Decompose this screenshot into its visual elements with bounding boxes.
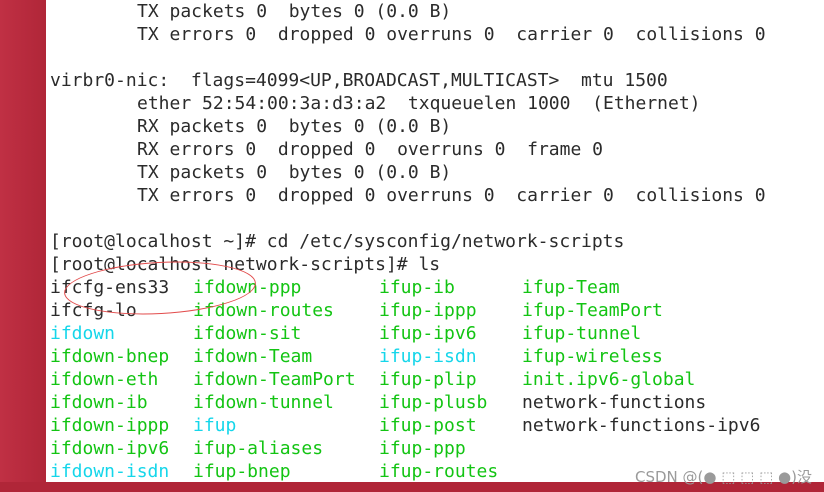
ls-entry: ifup-tunnel	[522, 323, 642, 344]
ls-entry: ifdown-eth	[50, 369, 159, 390]
ls-entry: ifup-ppp	[379, 438, 466, 459]
ls-entry: ifup-routes	[379, 461, 499, 482]
ls-entry: ifcfg-lo	[50, 300, 137, 321]
ls-entry: ifdown	[50, 323, 116, 344]
ls-entry: ifdown-bnep	[50, 346, 170, 367]
ls-entry: ifup-ippp	[379, 300, 477, 321]
output-line: virbr0-nic: flags=4099<UP,BROADCAST,MULT…	[50, 70, 668, 91]
ls-entry: ifup-wireless	[522, 346, 663, 367]
ls-entry: ifdown-isdn	[50, 461, 170, 482]
shell-prompt-line: [root@localhost ~]# cd /etc/sysconfig/ne…	[50, 231, 625, 252]
ls-entry: ifdown-sit	[193, 323, 302, 344]
ls-entry: ifcfg-ens33	[50, 277, 170, 298]
output-line: TX packets 0 bytes 0 (0.0 B)	[137, 1, 452, 22]
output-line: TX packets 0 bytes 0 (0.0 B)	[137, 162, 452, 183]
terminal-window[interactable]: TX packets 0 bytes 0 (0.0 B) TX errors 0…	[46, 0, 824, 482]
ls-entry: ifup-ipv6	[379, 323, 477, 344]
ls-entry: ifdown-ipv6	[50, 438, 170, 459]
output-line: TX errors 0 dropped 0 overruns 0 carrier…	[137, 185, 766, 206]
ls-entry: ifup-plip	[379, 369, 477, 390]
csdn-watermark: CSDN @(● ⬚ ⬚ ⬚ ●)没	[634, 468, 812, 486]
ls-entry: network-functions-ipv6	[522, 415, 761, 436]
output-line: TX errors 0 dropped 0 overruns 0 carrier…	[137, 24, 766, 45]
output-line: ether 52:54:00:3a:d3:a2 txqueuelen 1000 …	[137, 93, 701, 114]
ls-entry: ifup-ib	[379, 277, 455, 298]
desktop-background-left	[0, 0, 46, 492]
ls-entry: ifup	[193, 415, 237, 436]
ls-entry: ifdown-ppp	[193, 277, 302, 298]
ls-entry: ifdown-ippp	[50, 415, 170, 436]
ls-entry: network-functions	[522, 392, 707, 413]
desktop-background-bottom	[0, 482, 824, 492]
ls-entry: ifup-post	[379, 415, 477, 436]
ls-entry: ifup-plusb	[379, 392, 488, 413]
ls-entry: ifup-aliases	[193, 438, 324, 459]
ls-entry: ifup-Team	[522, 277, 620, 298]
output-line: RX packets 0 bytes 0 (0.0 B)	[137, 116, 452, 137]
ls-entry: init.ipv6-global	[522, 369, 696, 390]
ls-entry: ifdown-TeamPort	[193, 369, 356, 390]
ls-entry: ifdown-tunnel	[193, 392, 334, 413]
ls-entry: ifup-bnep	[193, 461, 291, 482]
output-line: RX errors 0 dropped 0 overruns 0 frame 0	[137, 139, 603, 160]
shell-prompt-line: [root@localhost network-scripts]# ls	[50, 254, 441, 275]
ls-entry: ifdown-Team	[193, 346, 313, 367]
ls-entry: ifdown-routes	[193, 300, 334, 321]
ls-entry: ifup-TeamPort	[522, 300, 663, 321]
ls-entry: ifup-isdn	[379, 346, 477, 367]
ls-entry: ifdown-ib	[50, 392, 148, 413]
